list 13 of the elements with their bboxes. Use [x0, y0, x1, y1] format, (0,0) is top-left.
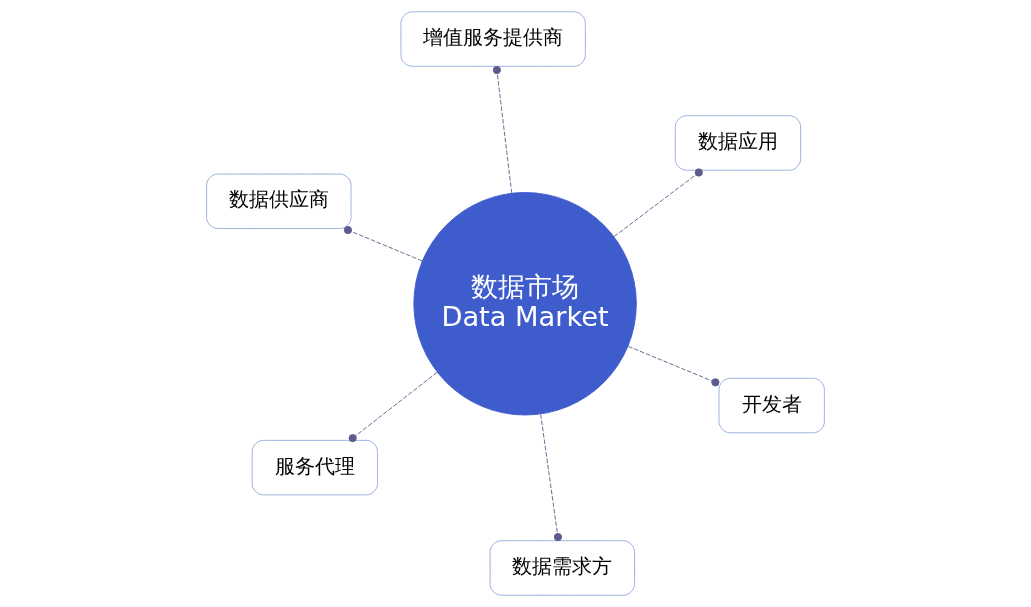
- node-box: 数据需求方: [489, 540, 635, 596]
- node-box: 数据应用: [674, 115, 802, 171]
- connector: [343, 225, 423, 262]
- node-box: 服务代理: [251, 439, 378, 496]
- connector: [627, 345, 720, 387]
- node-box: 开发者: [718, 377, 825, 434]
- node-circle: 数据市场 Data Market: [413, 192, 637, 416]
- connector: [540, 413, 563, 542]
- connector: [492, 65, 513, 194]
- connector: [613, 168, 703, 237]
- node-box: 增值服务提供商: [400, 11, 586, 67]
- node-box: 数据供应商: [206, 173, 352, 229]
- connector: [348, 371, 438, 443]
